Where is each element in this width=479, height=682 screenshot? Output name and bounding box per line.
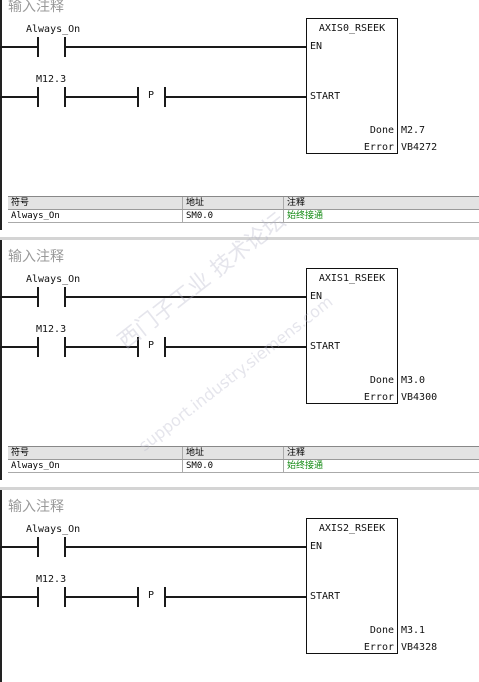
wire <box>165 96 307 98</box>
wire <box>0 546 38 548</box>
cell-comment: 始终接通 <box>287 211 324 221</box>
contact-label-always-on: Always_On <box>26 24 81 35</box>
contact-label-m12-3: M12.3 <box>36 74 67 85</box>
contact-always-on-left[interactable] <box>37 287 39 307</box>
col-comment: 注释 <box>287 198 306 208</box>
col-address: 地址 <box>183 447 284 459</box>
cell-symbol: Always_On <box>8 210 183 222</box>
col-symbol: 符号 <box>8 447 183 459</box>
pin-error: Error <box>363 642 394 653</box>
function-block-axis1-rseek[interactable]: AXIS1_RSEEK EN START Done Error <box>306 268 398 404</box>
network-comment[interactable]: 输入注释 <box>8 499 64 515</box>
pin-start: START <box>310 91 341 102</box>
pin-start: START <box>310 341 341 352</box>
wire <box>65 296 307 298</box>
wire <box>65 46 307 48</box>
wire <box>165 596 307 598</box>
wire <box>0 596 38 598</box>
network-3: 输入注释 Always_On M12.3 P AXIS2_RSEEK EN ST… <box>0 490 479 682</box>
pin-error: Error <box>363 392 394 403</box>
power-rail <box>0 0 2 230</box>
block-title: AXIS1_RSEEK <box>318 273 386 284</box>
error-output-value[interactable]: VB4272 <box>401 142 438 153</box>
block-title: AXIS2_RSEEK <box>318 523 386 534</box>
contact-label-always-on: Always_On <box>26 524 81 535</box>
contact-label-m12-3: M12.3 <box>36 574 67 585</box>
done-output-value[interactable]: M2.7 <box>401 125 426 136</box>
edge-contact-left[interactable] <box>137 87 139 107</box>
pin-done: Done <box>369 375 394 386</box>
done-output-value[interactable]: M3.0 <box>401 375 426 386</box>
cell-symbol: Always_On <box>8 460 183 472</box>
pin-done: Done <box>369 625 394 636</box>
table-row[interactable]: Always_On SM0.0 始终接通 <box>8 460 479 472</box>
power-rail <box>0 240 2 480</box>
network-divider <box>0 487 479 490</box>
power-rail <box>0 490 2 682</box>
network-divider <box>0 237 479 240</box>
cell-comment: 始终接通 <box>287 461 324 471</box>
symbol-table: 符号 地址 注释 Always_On SM0.0 始终接通 <box>8 196 479 223</box>
edge-label-p: P <box>148 590 155 601</box>
edge-label-p: P <box>148 90 155 101</box>
network-2: 输入注释 Always_On M12.3 P AXIS1_RSEEK EN ST… <box>0 240 479 480</box>
cell-address: SM0.0 <box>183 210 284 222</box>
wire <box>165 346 307 348</box>
network-1: 输入注释 Always_On M12.3 P AXIS0_RSEEK EN ST… <box>0 0 479 230</box>
pin-start: START <box>310 591 341 602</box>
wire <box>0 46 38 48</box>
edge-contact-left[interactable] <box>137 337 139 357</box>
pin-en: EN <box>310 41 323 52</box>
wire <box>0 346 38 348</box>
edge-contact-left[interactable] <box>137 587 139 607</box>
network-comment[interactable]: 输入注释 <box>8 0 64 15</box>
wire <box>65 596 138 598</box>
done-output-value[interactable]: M3.1 <box>401 625 426 636</box>
cell-address: SM0.0 <box>183 460 284 472</box>
contact-always-on-left[interactable] <box>37 37 39 57</box>
contact-m12-3-left[interactable] <box>37 337 39 357</box>
contact-label-always-on: Always_On <box>26 274 81 285</box>
contact-m12-3-left[interactable] <box>37 87 39 107</box>
col-address: 地址 <box>183 197 284 209</box>
wire <box>65 546 307 548</box>
pin-error: Error <box>363 142 394 153</box>
function-block-axis0-rseek[interactable]: AXIS0_RSEEK EN START Done Error <box>306 18 398 154</box>
error-output-value[interactable]: VB4328 <box>401 642 438 653</box>
contact-m12-3-left[interactable] <box>37 587 39 607</box>
edge-label-p: P <box>148 340 155 351</box>
symbol-table-header: 符号 地址 注释 <box>8 447 479 460</box>
block-title: AXIS0_RSEEK <box>318 23 386 34</box>
col-comment: 注释 <box>287 448 306 458</box>
error-output-value[interactable]: VB4300 <box>401 392 438 403</box>
function-block-axis2-rseek[interactable]: AXIS2_RSEEK EN START Done Error <box>306 518 398 654</box>
wire <box>65 346 138 348</box>
col-symbol: 符号 <box>8 197 183 209</box>
wire <box>65 96 138 98</box>
contact-always-on-left[interactable] <box>37 537 39 557</box>
wire <box>0 296 38 298</box>
pin-en: EN <box>310 541 323 552</box>
symbol-table-header: 符号 地址 注释 <box>8 197 479 210</box>
network-comment[interactable]: 输入注释 <box>8 249 64 265</box>
symbol-table: 符号 地址 注释 Always_On SM0.0 始终接通 <box>8 446 479 473</box>
wire <box>0 96 38 98</box>
table-row[interactable]: Always_On SM0.0 始终接通 <box>8 210 479 222</box>
pin-en: EN <box>310 291 323 302</box>
contact-label-m12-3: M12.3 <box>36 324 67 335</box>
pin-done: Done <box>369 125 394 136</box>
